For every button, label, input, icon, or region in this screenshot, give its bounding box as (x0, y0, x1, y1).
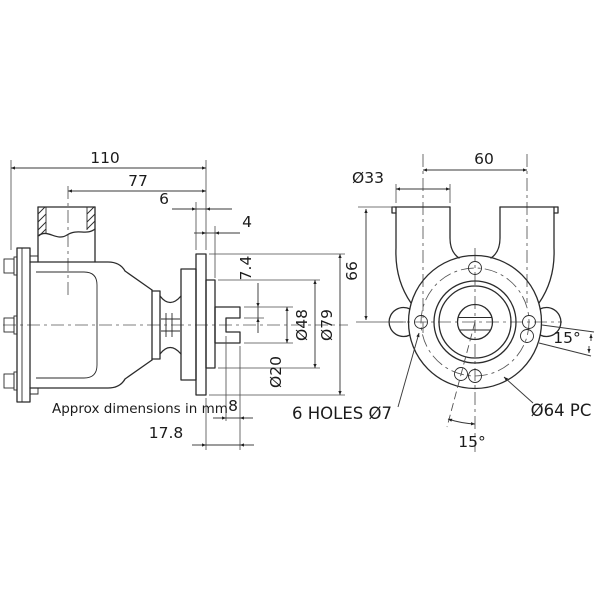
front-view (388, 154, 562, 452)
dim-length-to-flange: 77 (128, 172, 148, 190)
dim-pilot-dia: Ø48 (293, 309, 311, 341)
holes-note-callout: 6 HOLES Ø7 (292, 332, 420, 423)
bolt-circle-callout: Ø64 PC (503, 376, 592, 420)
dim-port-spacing: 60 (474, 150, 494, 168)
inlet-port-tube (37, 206, 96, 263)
pump-flange-side (195, 253, 207, 396)
inlet-outlet-ports (391, 206, 559, 304)
bearing-housing (151, 268, 197, 381)
dim-pilot-depth: 4 (242, 213, 252, 231)
slotted-drive-hub (214, 306, 241, 344)
flange-outer-circle (407, 254, 543, 390)
dim-flange-thickness: 6 (159, 190, 169, 208)
dim-center-height: 66 (343, 261, 361, 281)
dimensions-note: Approx dimensions in mm (52, 401, 228, 417)
section-hatching (37, 206, 96, 237)
dim-port-dia: Ø33 (352, 169, 384, 187)
dim-flange-dia: Ø79 (318, 309, 336, 341)
bolt-circle (420, 267, 530, 377)
dim-slot-depth: 8 (228, 397, 238, 415)
dim-shaft-protrusion: 17.8 (149, 424, 184, 442)
holes-note-label: 6 HOLES Ø7 (292, 404, 392, 423)
pilot-boss-inner-circle (438, 285, 512, 359)
side-view (3, 186, 348, 403)
mounting-flange-plate (3, 247, 31, 403)
dim-slot-offset: 7.4 (237, 256, 255, 281)
bottom-hole-angle-line (446, 321, 476, 428)
dim-shaft-dia: Ø20 (267, 356, 285, 388)
side-view-dimensions: 110 77 6 4 7.4 Ø20 Ø48 Ø79 8 (10, 149, 345, 450)
right-hole-angle-dim: 15° (538, 324, 595, 357)
dim-hole-angle-right: 15° (553, 329, 580, 347)
pilot-boss-circle (433, 280, 517, 364)
front-view-dimensions: 60 Ø33 66 15° 15° 6 HOLES Ø7 Ø64 PC (292, 150, 595, 451)
bolt-holes (414, 261, 536, 383)
pilot-boss-side (205, 279, 216, 369)
bottom-hole-angle-dim: 15° (447, 418, 486, 451)
dim-overall-length: 110 (90, 149, 120, 167)
right-casting-lug (539, 306, 562, 338)
dim-hole-angle-bottom: 15° (458, 433, 485, 451)
shaft-bore-circle (456, 303, 494, 341)
pump-body (29, 255, 153, 395)
bolt-circle-label: Ø64 PC (531, 401, 592, 420)
